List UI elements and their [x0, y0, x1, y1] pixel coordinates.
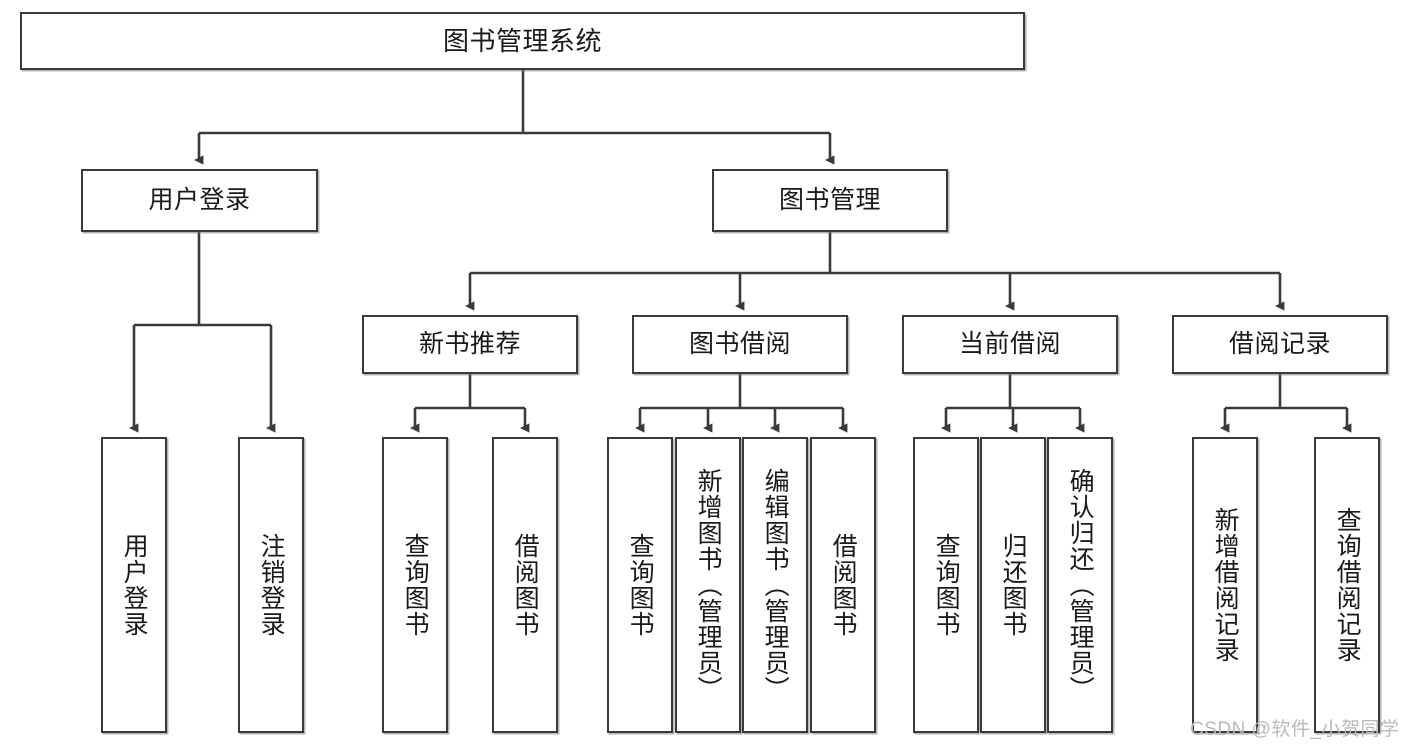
node-book-management[interactable]: 图书管理 [712, 169, 948, 232]
node-label: 新增图书（管理员） [694, 468, 723, 702]
node-label: 用户登录 [148, 185, 251, 214]
node-label: 新书推荐 [418, 329, 521, 358]
node-borrow-record[interactable]: 借阅记录 [1172, 315, 1388, 374]
node-label: 借阅记录 [1228, 329, 1331, 358]
node-label: 注销登录 [257, 533, 286, 637]
node-label: 查询图书 [401, 533, 430, 637]
node-label: 查询图书 [932, 533, 961, 637]
node-label: 查询图书 [626, 533, 655, 637]
node-new-book-recommend[interactable]: 新书推荐 [362, 315, 578, 374]
leaf-book-borrow-edit[interactable]: 编辑图书（管理员） [742, 437, 808, 733]
node-label: 用户登录 [120, 533, 149, 637]
node-label: 图书管理 [778, 185, 881, 214]
leaf-current-borrow-query[interactable]: 查询图书 [913, 437, 979, 733]
leaf-current-borrow-return[interactable]: 归还图书 [980, 437, 1046, 733]
leaf-book-borrow-query[interactable]: 查询图书 [607, 437, 673, 733]
leaf-borrow-record-query[interactable]: 查询借阅记录 [1314, 437, 1380, 733]
leaf-user-login-signin[interactable]: 用户登录 [101, 437, 167, 733]
leaf-new-book-query[interactable]: 查询图书 [382, 437, 448, 733]
leaf-book-borrow-add[interactable]: 新增图书（管理员） [675, 437, 741, 733]
node-label: 图书借阅 [688, 329, 791, 358]
node-book-borrow[interactable]: 图书借阅 [632, 315, 848, 374]
node-user-login[interactable]: 用户登录 [81, 169, 318, 232]
node-current-borrow[interactable]: 当前借阅 [902, 315, 1118, 374]
node-label: 确认归还（管理员） [1066, 468, 1095, 702]
node-label: 归还图书 [999, 533, 1028, 637]
node-label: 查询借阅记录 [1333, 507, 1362, 663]
leaf-new-book-borrow[interactable]: 借阅图书 [492, 437, 558, 733]
leaf-borrow-record-add[interactable]: 新增借阅记录 [1192, 437, 1258, 733]
watermark-text: CSDN @软件_小贺同学 [1190, 719, 1400, 740]
node-label: 借阅图书 [829, 533, 858, 637]
node-label: 编辑图书（管理员） [761, 468, 790, 702]
node-root-system[interactable]: 图书管理系统 [20, 12, 1025, 70]
node-label: 新增借阅记录 [1211, 507, 1240, 663]
leaf-user-login-signout[interactable]: 注销登录 [238, 437, 304, 733]
node-label: 当前借阅 [958, 329, 1061, 358]
leaf-current-borrow-confirm[interactable]: 确认归还（管理员） [1047, 437, 1113, 733]
node-label: 图书管理系统 [442, 25, 602, 56]
node-label: 借阅图书 [511, 533, 540, 637]
leaf-book-borrow-lend[interactable]: 借阅图书 [810, 437, 876, 733]
